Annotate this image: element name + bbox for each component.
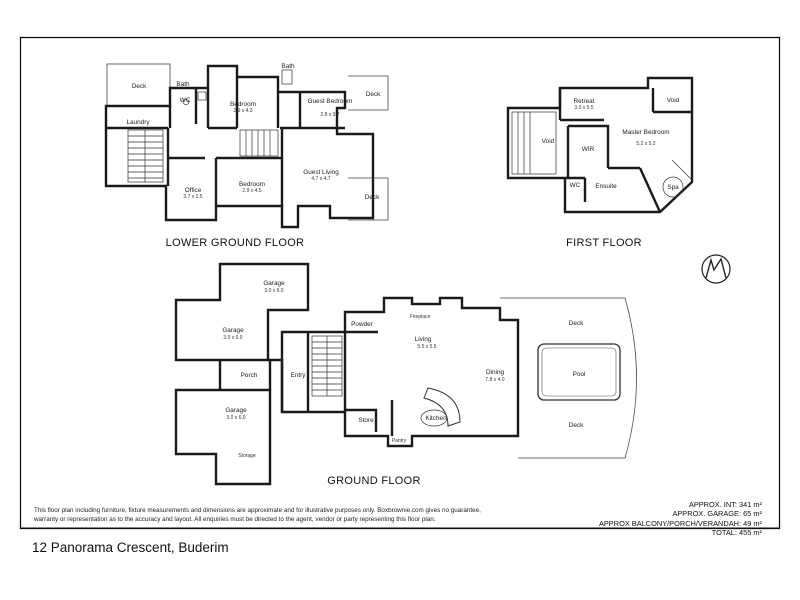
area-garage: APPROX. GARAGE: 65 m² bbox=[672, 509, 762, 519]
dining-label: Dining bbox=[486, 369, 505, 376]
deck-outline bbox=[500, 297, 637, 459]
bedroom-2-dims: 2.9 x 4.5 bbox=[242, 188, 261, 194]
spa-tub bbox=[662, 176, 684, 198]
deck-label-5: Deck bbox=[569, 422, 584, 429]
porch-walls bbox=[218, 358, 284, 412]
guest-living-dims: 4.7 x 4.7 bbox=[311, 176, 330, 182]
office-label: Office bbox=[185, 187, 202, 194]
kitchen-island bbox=[420, 409, 448, 427]
property-address: 12 Panorama Crescent, Buderim bbox=[32, 540, 229, 555]
pool-label: Pool bbox=[573, 371, 586, 378]
wc-toilet bbox=[182, 99, 190, 105]
wir-label: WIR bbox=[582, 146, 595, 153]
ground-interior-walls bbox=[306, 330, 394, 436]
lower-ground-floor-title: LOWER GROUND FLOOR bbox=[166, 237, 305, 249]
bedroom-2-label: Bedroom bbox=[239, 181, 265, 188]
void-stairs bbox=[511, 111, 557, 175]
porch-label: Porch bbox=[241, 372, 258, 379]
wc-label-2: WC bbox=[570, 182, 581, 189]
first-floor-plan: Retreat 3.0 x 5.5 Void Void WIR Master B… bbox=[506, 76, 694, 249]
garage-dims-1: 3.0 x 6.0 bbox=[264, 288, 283, 294]
bath-fixture bbox=[197, 91, 207, 101]
spa-wall-line bbox=[671, 159, 693, 181]
lower-ground-floor-plan: Deck Bath WC Laundry Bedroom 2.9 x 4.3 B… bbox=[104, 63, 389, 249]
pool-outline bbox=[537, 343, 621, 401]
powder-label: Powder bbox=[351, 321, 374, 328]
garage-dims-2: 3.0 x 6.0 bbox=[223, 335, 242, 341]
kitchen-label: Kitchen bbox=[425, 415, 447, 422]
area-total: TOTAL: 455 m² bbox=[711, 528, 762, 538]
guest-living-label: Guest Living bbox=[303, 169, 339, 176]
deck-label-4: Deck bbox=[569, 320, 584, 327]
area-balcony: APPROX BALCONY/PORCH/VERANDAH: 49 m² bbox=[598, 518, 762, 528]
master-bedroom-label: Master Bedroom bbox=[622, 129, 669, 136]
bath-label: Bath bbox=[176, 81, 190, 88]
deck-right-bottom-outline bbox=[348, 177, 389, 221]
void-label: Void bbox=[667, 97, 680, 104]
master-bedroom-dims: 5.2 x 5.2 bbox=[636, 141, 655, 147]
area-int: APPROX. INT: 341 m² bbox=[688, 500, 762, 509]
ground-floor-plan: Garage 3.0 x 6.0 Garage 3.0 x 6.0 Porch … bbox=[174, 262, 637, 487]
laundry-label: Laundry bbox=[126, 119, 150, 126]
garage-label-3: Garage bbox=[225, 407, 247, 414]
guest-bedroom-label: Guest Bedroom bbox=[308, 98, 353, 105]
deck-label-2: Deck bbox=[366, 91, 381, 98]
retreat-label: Retreat bbox=[574, 98, 595, 105]
wc-label: WC bbox=[180, 97, 191, 104]
living-label: Living bbox=[415, 336, 432, 343]
ground-stairs bbox=[311, 335, 343, 397]
deck-label: Deck bbox=[132, 83, 147, 90]
bedroom-label: Bedroom bbox=[230, 101, 256, 108]
area-summary: APPROX. INT: 341 m² APPROX. GARAGE: 65 m… bbox=[599, 500, 762, 538]
pool-inner-edge bbox=[541, 347, 617, 397]
lower-ground-interior-walls bbox=[106, 77, 345, 206]
guest-bedroom-dims: 2.8 x 3.7 bbox=[320, 112, 339, 118]
north-arrow-icon bbox=[701, 254, 731, 284]
fireplace-label: Fireplace bbox=[410, 314, 431, 320]
deck-label-3: Deck bbox=[365, 194, 380, 201]
lower-ground-stairs bbox=[127, 129, 279, 183]
living-dims: 5.5 x 5.5 bbox=[417, 344, 436, 350]
kitchen-bench bbox=[423, 387, 461, 427]
ground-floor-walls bbox=[280, 296, 520, 448]
disclaimer-text: This floor plan including furniture, fix… bbox=[34, 507, 481, 523]
garage-label-2: Garage bbox=[222, 327, 244, 334]
pantry-label: Pantry bbox=[392, 438, 407, 444]
first-floor-title: FIRST FLOOR bbox=[566, 237, 642, 249]
store-label: Store bbox=[358, 417, 374, 424]
garage-dims-3: 3.0 x 6.0 bbox=[226, 415, 245, 421]
garage-upper-walls bbox=[174, 262, 310, 362]
dining-dims: 7.8 x 4.0 bbox=[485, 377, 504, 383]
void-label-2: Void bbox=[542, 138, 555, 145]
bedroom-dims: 2.9 x 4.3 bbox=[233, 108, 252, 114]
spa-label: Spa bbox=[667, 184, 679, 191]
storage-label: Storage bbox=[238, 453, 256, 459]
deck-right-top-outline bbox=[348, 75, 389, 111]
ground-floor-title: GROUND FLOOR bbox=[327, 475, 420, 487]
garage-lower-walls bbox=[174, 388, 272, 486]
first-floor-interior-walls bbox=[558, 88, 692, 213]
entry-label: Entry bbox=[291, 372, 307, 379]
garage-label-1: Garage bbox=[263, 280, 285, 287]
office-dims: 3.7 x 2.5 bbox=[183, 194, 202, 200]
bath-label-2: Bath bbox=[281, 63, 295, 70]
shower-fixture bbox=[281, 69, 293, 85]
retreat-dims: 3.0 x 5.5 bbox=[574, 105, 593, 111]
ensuite-label: Ensuite bbox=[595, 183, 617, 190]
lower-ground-walls bbox=[104, 64, 375, 229]
